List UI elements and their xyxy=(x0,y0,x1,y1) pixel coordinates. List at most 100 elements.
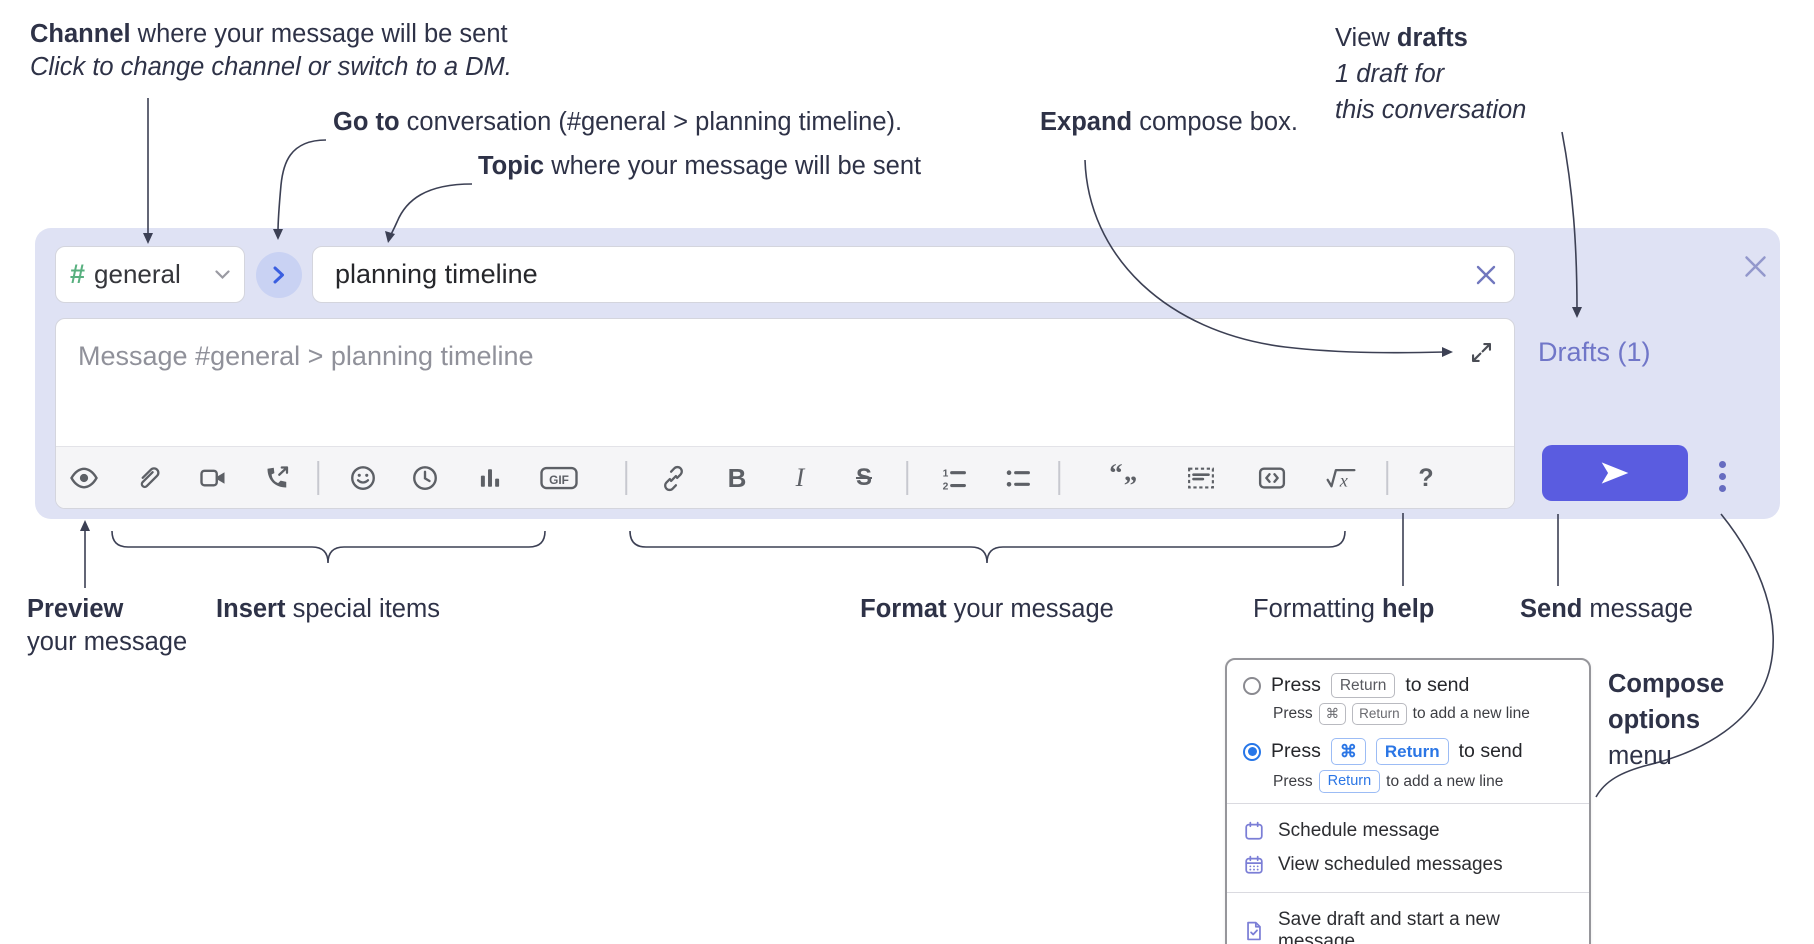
quote-button[interactable]: “” xyxy=(1101,455,1149,501)
clock-icon xyxy=(413,466,437,490)
paperclip-icon xyxy=(140,466,159,488)
svg-text:”: ” xyxy=(1124,470,1137,493)
formatting-help-button[interactable]: ? xyxy=(1402,455,1450,501)
return-keycap: Return xyxy=(1318,770,1381,793)
goto-conversation-button[interactable] xyxy=(256,252,302,298)
channel-annotation: Channel where your message will be sent … xyxy=(30,20,512,81)
insert-annotation: Insert special items xyxy=(216,595,440,623)
code-button[interactable] xyxy=(1248,455,1296,501)
svg-text:x: x xyxy=(1339,471,1348,491)
cmd-enter-sends-subtext: Press Return to add a new line xyxy=(1273,770,1573,793)
topic-input[interactable] xyxy=(312,246,1515,303)
gif-icon: GIF xyxy=(540,466,578,490)
bold-icon: B xyxy=(727,462,747,493)
menu-divider xyxy=(1227,892,1589,893)
eye-icon xyxy=(70,467,98,489)
cmd-keycap: ⌘ xyxy=(1318,703,1347,725)
menu-divider xyxy=(1227,803,1589,804)
calendar-icon xyxy=(1245,821,1263,840)
gif-button[interactable]: GIF xyxy=(535,455,583,501)
send-button[interactable] xyxy=(1542,445,1688,501)
formatting-help-annotation: Formatting help xyxy=(1253,595,1435,623)
link-icon xyxy=(663,465,683,491)
expand-icon xyxy=(1471,342,1491,362)
svg-text:1: 1 xyxy=(942,468,948,479)
close-icon xyxy=(1476,265,1496,285)
code-icon xyxy=(1258,467,1286,489)
bold-button[interactable]: B xyxy=(713,455,761,501)
enter-sends-subtext: Press ⌘ Return to add a new line xyxy=(1273,703,1573,725)
kebab-dot xyxy=(1718,460,1726,468)
channel-hash-icon: # xyxy=(70,259,86,289)
toolbar-divider xyxy=(625,461,627,495)
enter-sends-option[interactable]: Press Return to send xyxy=(1243,673,1573,698)
kebab-dot xyxy=(1718,472,1726,480)
radio-selected-icon[interactable] xyxy=(1243,742,1261,761)
chevron-right-icon xyxy=(273,266,284,284)
svg-text:“: “ xyxy=(1109,463,1122,488)
attach-file-button[interactable] xyxy=(124,455,172,501)
expand-compose-button[interactable] xyxy=(1464,335,1498,369)
schedule-message-item[interactable]: Schedule message xyxy=(1227,814,1589,848)
topic-annotation: Topic where your message will be sent xyxy=(478,152,922,180)
send-icon xyxy=(1601,462,1629,484)
svg-text:2: 2 xyxy=(942,481,948,492)
clear-topic-button[interactable] xyxy=(1471,260,1501,290)
chevron-down-icon xyxy=(215,269,230,279)
preview-button[interactable] xyxy=(60,455,108,501)
italic-button[interactable]: I xyxy=(776,455,824,501)
goto-annotation: Go to conversation (#general > planning … xyxy=(333,108,903,136)
compose-options-button[interactable] xyxy=(1706,452,1738,500)
math-icon: x xyxy=(1326,468,1356,491)
global-time-button[interactable] xyxy=(401,455,449,501)
return-keycap: Return xyxy=(1352,703,1407,725)
cmd-keycap: ⌘ xyxy=(1330,738,1366,765)
bar-chart-icon xyxy=(480,469,500,487)
message-box: GIF B I S 12 “” xyxy=(55,318,1515,509)
numbered-list-icon: 12 xyxy=(942,468,966,492)
drafts-link[interactable]: Drafts (1) xyxy=(1538,337,1651,367)
phone-call-icon xyxy=(267,466,289,488)
bulleted-list-icon xyxy=(1006,469,1030,487)
channel-selector[interactable]: # general xyxy=(55,246,245,303)
kebab-dot xyxy=(1718,484,1726,492)
link-button[interactable] xyxy=(649,455,697,501)
return-keycap: Return xyxy=(1375,738,1449,765)
cmd-enter-sends-option[interactable]: Press ⌘ Return to send xyxy=(1243,738,1573,765)
save-draft-icon xyxy=(1247,921,1261,941)
view-scheduled-messages-item[interactable]: View scheduled messages xyxy=(1227,848,1589,882)
bulleted-list-button[interactable] xyxy=(993,455,1041,501)
view-drafts-annotation: View drafts 1 draft for this conversatio… xyxy=(1335,24,1527,124)
spoiler-icon xyxy=(1188,467,1214,489)
strikethrough-button[interactable]: S xyxy=(840,455,888,501)
channel-name: general xyxy=(94,259,181,289)
topic-input-wrap xyxy=(312,246,1515,303)
question-mark-icon: ? xyxy=(1418,463,1434,492)
format-annotation: Format your message xyxy=(860,595,1114,623)
svg-text:GIF: GIF xyxy=(549,473,569,487)
poll-button[interactable] xyxy=(466,455,514,501)
compose-options-annotation: Compose options menu xyxy=(1608,670,1725,770)
smiley-icon xyxy=(351,466,375,490)
radio-unselected-icon[interactable] xyxy=(1243,676,1261,695)
video-camera-icon xyxy=(200,469,225,487)
math-button[interactable]: x xyxy=(1317,455,1365,501)
emoji-button[interactable] xyxy=(339,455,387,501)
expand-annotation: Expand compose box. xyxy=(1040,108,1298,136)
toolbar-divider xyxy=(317,461,319,495)
send-annotation: Send message xyxy=(1520,595,1693,623)
video-call-button[interactable] xyxy=(189,455,237,501)
save-draft-item[interactable]: Save draft and start a new message xyxy=(1227,903,1589,944)
compose-options-menu: Press Return to send Press ⌘ Return to a… xyxy=(1225,658,1591,944)
italic-icon: I xyxy=(795,463,805,492)
toolbar-divider xyxy=(1058,461,1060,495)
audio-call-button[interactable] xyxy=(253,455,301,501)
message-input[interactable] xyxy=(56,319,1514,447)
close-compose-button[interactable] xyxy=(1739,250,1771,282)
toolbar-divider xyxy=(906,461,908,495)
calendar-grid-icon xyxy=(1245,855,1263,874)
spoiler-button[interactable] xyxy=(1177,455,1225,501)
